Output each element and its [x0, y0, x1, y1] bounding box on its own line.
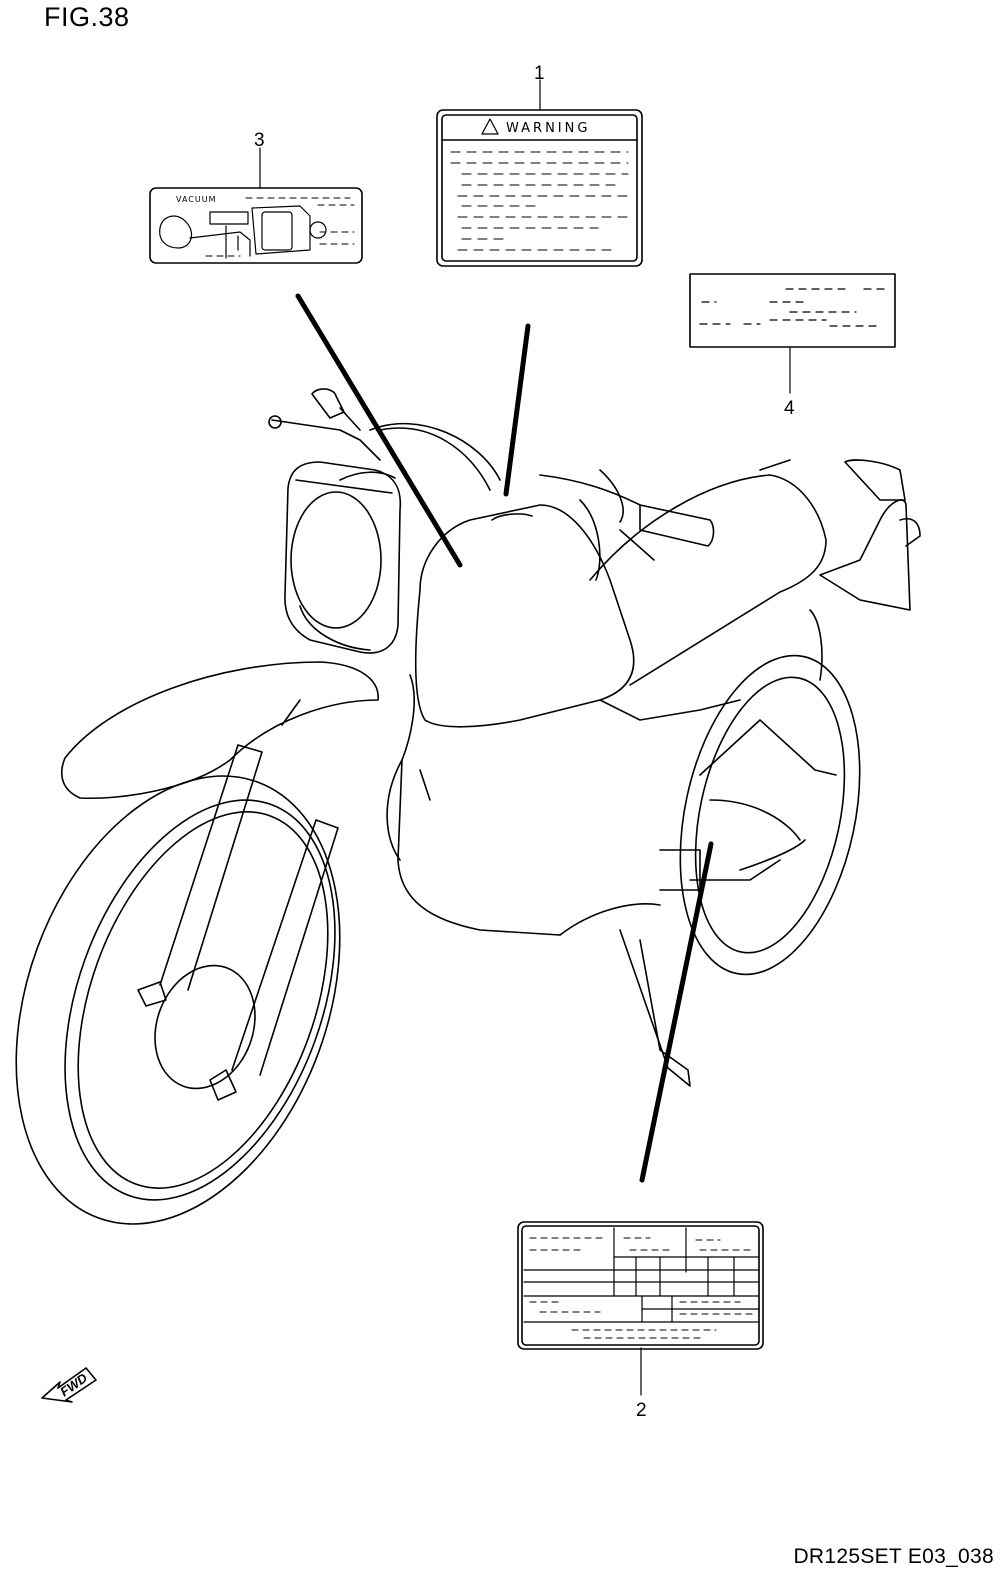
fwd-marker: [41, 1367, 97, 1403]
label-1-warning: [436, 109, 643, 267]
motorcycle-drawing: [15, 388, 921, 1225]
figure-code: DR125SET E03_038: [793, 1545, 994, 1568]
vacuum-label-text: VACUUM: [176, 195, 217, 204]
warning-triangle-icon: [481, 118, 499, 135]
figure-title: FIG.38: [44, 2, 130, 32]
warning-label-text: WARNING: [506, 121, 590, 136]
leader-lines: [259, 79, 791, 1396]
label-3-vacuum-diagram: [149, 187, 363, 264]
part-number-1: 1: [534, 63, 545, 84]
label-2-table-plate: [517, 1221, 764, 1350]
part-number-2: 2: [636, 1400, 647, 1421]
part-numbers: 1 2 3 4: [254, 63, 795, 1421]
label-4: [689, 273, 896, 348]
part-number-4: 4: [784, 398, 795, 419]
arrow-left-icon: [41, 1367, 97, 1403]
part-number-3: 3: [254, 130, 265, 151]
